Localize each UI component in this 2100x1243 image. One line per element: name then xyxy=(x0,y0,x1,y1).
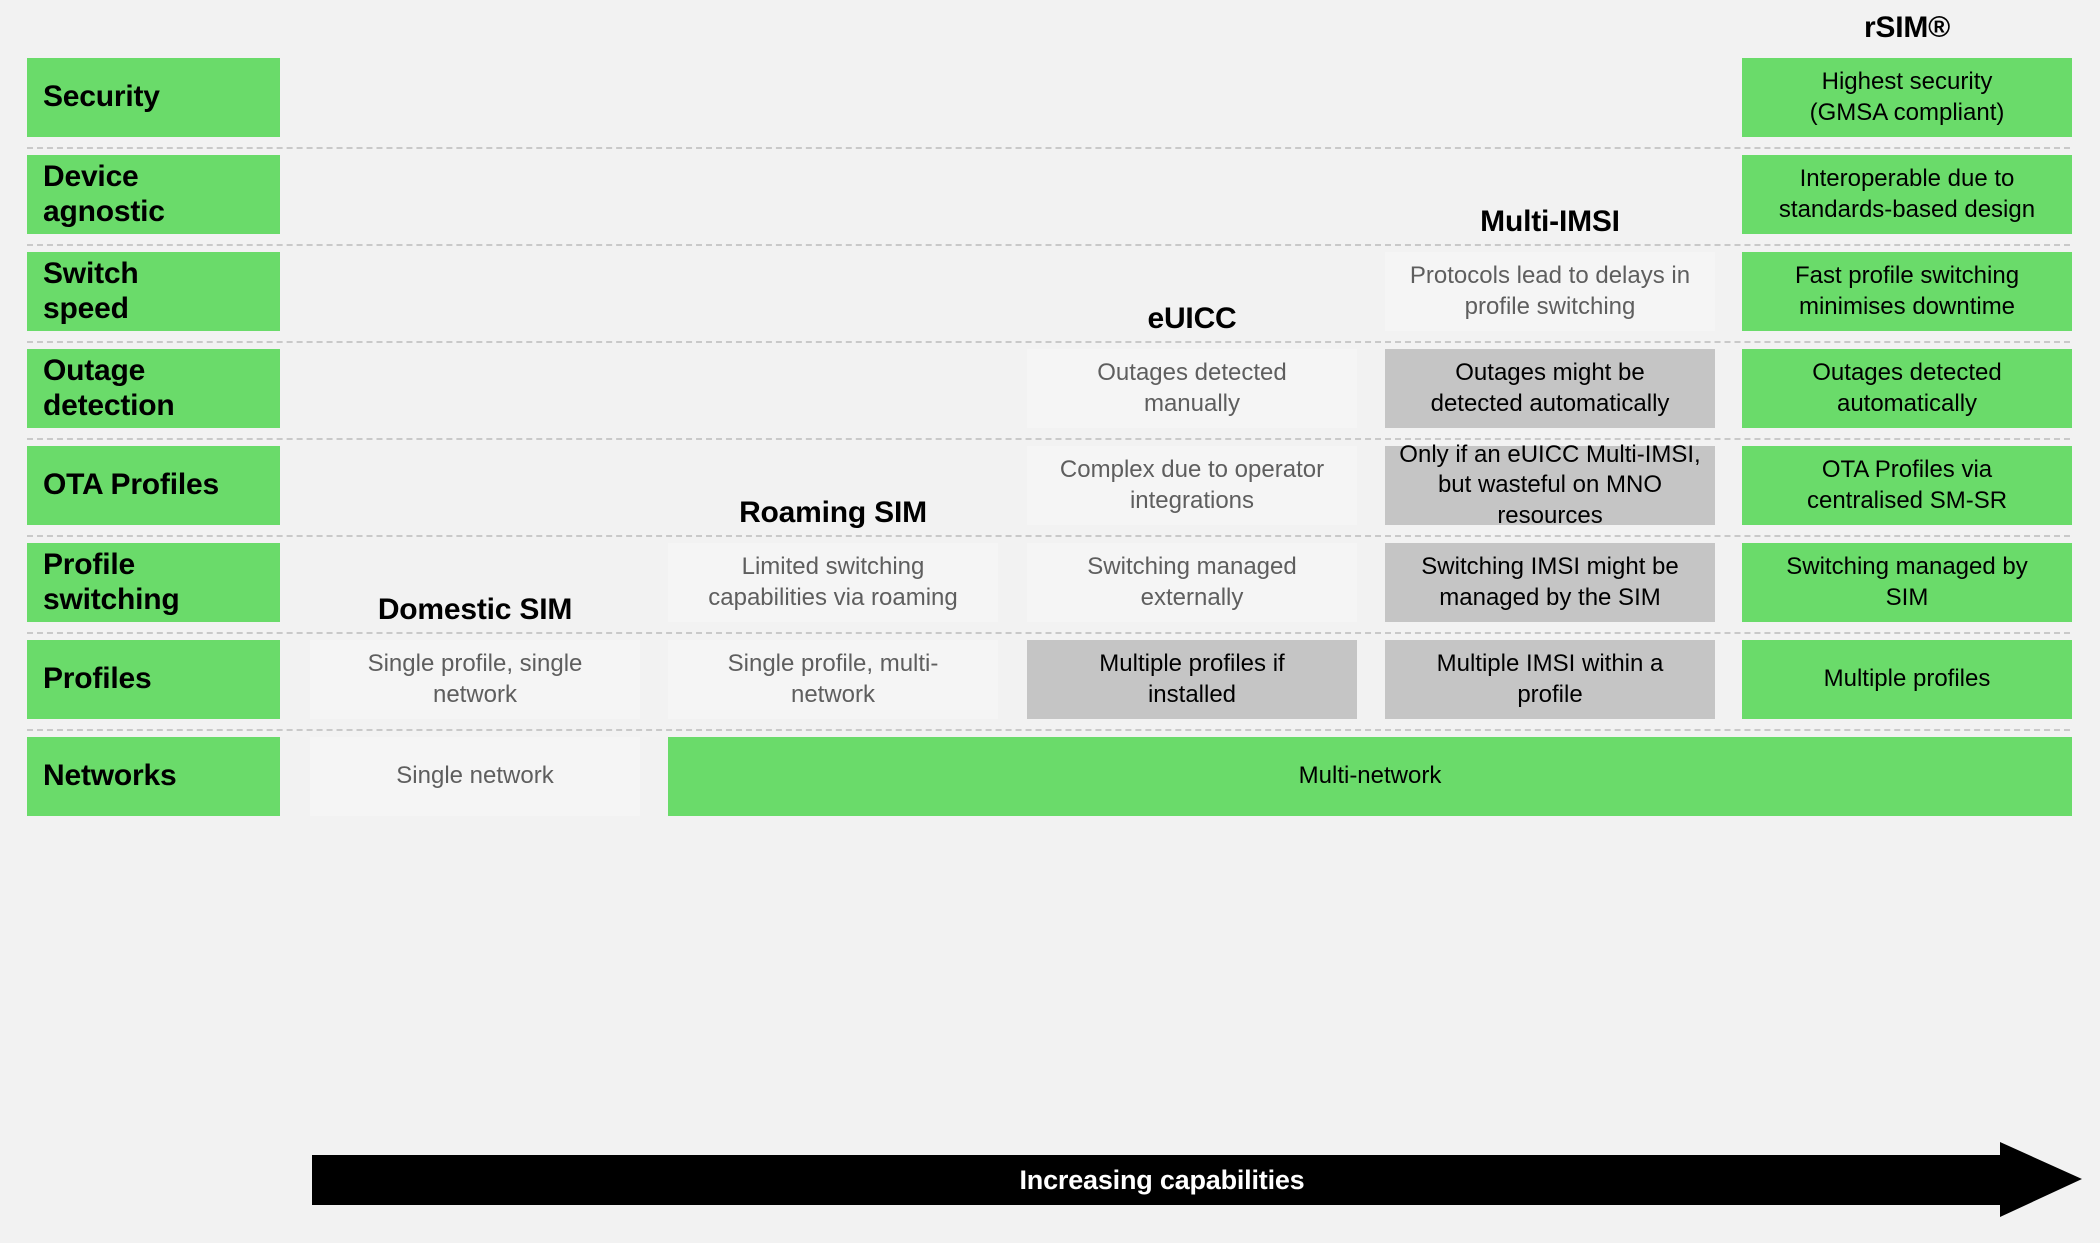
cell-rsim: OTA Profiles via centralised SM-SR xyxy=(1742,446,2072,525)
row-divider xyxy=(27,632,2070,634)
row-divider xyxy=(27,438,2070,440)
cell-rsim: Multiple profiles xyxy=(1742,640,2072,719)
column-header-rsim: rSIM® xyxy=(1863,11,1951,44)
cell-multiimsi: Multiple IMSI within a profile xyxy=(1385,640,1715,719)
matrix-row: Switch speed Protocols lead to delays in … xyxy=(0,246,2100,343)
column-header-roaming: Roaming SIM xyxy=(739,496,927,529)
row-label-profile-switching: Profile switching xyxy=(27,543,280,622)
arrow-shaft xyxy=(312,1155,2012,1205)
matrix-row: Networks Single network Multi-network xyxy=(0,731,2100,828)
cell-euicc: Complex due to operator integrations xyxy=(1027,446,1357,525)
row-divider xyxy=(27,244,2070,246)
cell-rsim: Interoperable due to standards-based des… xyxy=(1742,155,2072,234)
matrix-row: Profiles Single profile, single network Si… xyxy=(0,634,2100,731)
cell-euicc: Multiple profiles if installed xyxy=(1027,640,1357,719)
row-label-switch-speed: Switch speed xyxy=(27,252,280,331)
row-label-outage-detection: Outage detection xyxy=(27,349,280,428)
matrix-row: Profile switching Limited switching capab… xyxy=(0,537,2100,634)
matrix-row: Outage detection Outages detected manuall… xyxy=(0,343,2100,440)
cell-roaming: Single profile, multi- network xyxy=(668,640,998,719)
arrow-head-icon xyxy=(2000,1142,2082,1217)
cell-domestic: Single profile, single network xyxy=(310,640,640,719)
matrix-row: Security Highest security (GMSA compliant… xyxy=(0,52,2100,149)
cell-domestic: Single network xyxy=(310,737,640,816)
column-header-multiimsi: Multi-IMSI xyxy=(1480,205,1620,238)
increasing-capabilities-arrow: Increasing capabilities xyxy=(312,1142,2082,1217)
row-label-ota-profiles: OTA Profiles xyxy=(27,446,280,525)
row-label-device-agnostic: Device agnostic xyxy=(27,155,280,234)
cell-rsim: Fast profile switching minimises downtim… xyxy=(1742,252,2072,331)
cell-roaming: Multi-network xyxy=(668,737,2072,816)
row-label-profiles: Profiles xyxy=(27,640,280,719)
cell-euicc: Outages detected manually xyxy=(1027,349,1357,428)
cell-multiimsi: Switching IMSI might be managed by the S… xyxy=(1385,543,1715,622)
cell-rsim: Highest security (GMSA compliant) xyxy=(1742,58,2072,137)
matrix-row: OTA Profiles Complex due to operator inte… xyxy=(0,440,2100,537)
row-divider xyxy=(27,147,2070,149)
cell-multiimsi: Only if an eUICC Multi-IMSI, but wastefu… xyxy=(1385,441,1715,529)
row-divider xyxy=(27,341,2070,343)
row-divider xyxy=(27,535,2070,537)
cell-rsim: Switching managed by SIM xyxy=(1742,543,2072,622)
row-label-networks: Networks xyxy=(27,737,280,816)
row-divider xyxy=(27,729,2070,731)
cell-euicc: Switching managed externally xyxy=(1027,543,1357,622)
cell-rsim: Outages detected automatically xyxy=(1742,349,2072,428)
cell-multiimsi: Outages might be detected automatically xyxy=(1385,349,1715,428)
matrix-row: Device agnostic Interoperable due to stan… xyxy=(0,149,2100,246)
cell-multiimsi: Protocols lead to delays in profile swit… xyxy=(1385,252,1715,331)
column-header-domestic: Domestic SIM xyxy=(377,593,573,626)
arrow-label: Increasing capabilities xyxy=(1019,1164,1305,1195)
row-label-security: Security xyxy=(27,58,280,137)
column-header-euicc: eUICC xyxy=(1147,302,1237,335)
capability-matrix: Security Highest security (GMSA compliant… xyxy=(0,11,2100,828)
cell-roaming: Limited switching capabilities via roami… xyxy=(668,543,998,622)
